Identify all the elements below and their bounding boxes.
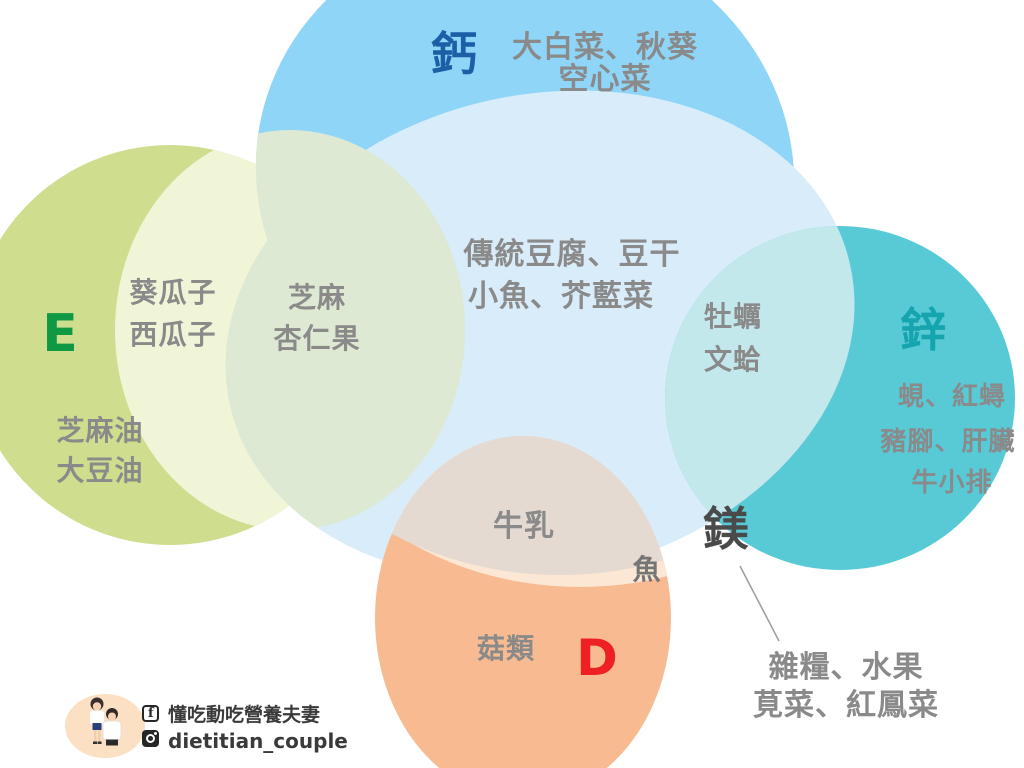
fish-label: 魚 [632,553,662,586]
vitamin-e-symbol: E [42,304,78,364]
milk-label: 牛乳 [493,509,555,544]
ca-mg-food-2: 小魚、芥藍菜 [468,279,654,314]
magnesium-food-1: 雜糧、水果 [768,650,924,685]
vitamin-d-symbol: D [576,629,618,687]
avatar [65,694,145,758]
magnesium-leader-line [739,565,780,642]
zinc-food-1: 蜆、紅蟳 [897,382,1007,412]
sesame-food-1: 芝麻 [287,281,347,314]
zinc-food-2: 豬腳、肝臟 [880,427,1016,457]
vitamin-e-food-2: 大豆油 [56,454,144,487]
zinc-symbol: 鋅 [900,303,946,357]
zn-mg-food-2: 文蛤 [703,343,763,376]
calcium-food-2: 空心菜 [558,62,652,97]
zinc-magnesium-lens [665,226,855,570]
zn-mg-food-1: 牡蠣 [703,300,763,333]
facebook-name: 懂吃動吃營養夫妻 [168,704,321,726]
zinc-food-3: 牛小排 [911,468,993,498]
facebook-icon [142,705,159,722]
seeds-food-2: 西瓜子 [129,318,217,351]
vitamin-e-food-1: 芝麻油 [56,414,144,447]
calcium-symbol: 鈣 [431,27,477,81]
ca-mg-food-1: 傳統豆腐、豆干 [463,237,681,272]
instagram-icon [142,730,159,747]
magnesium-symbol: 鎂 [703,502,749,556]
sesame-food-2: 杏仁果 [273,322,361,355]
magnesium-food-2: 莧菜、紅鳳菜 [753,688,939,723]
calcium-food-1: 大白菜、秋葵 [512,30,698,65]
vitamin-d-food-1: 菇類 [476,632,536,665]
instagram-handle: dietitian_couple [168,729,348,753]
seeds-food-1: 葵瓜子 [129,276,217,309]
